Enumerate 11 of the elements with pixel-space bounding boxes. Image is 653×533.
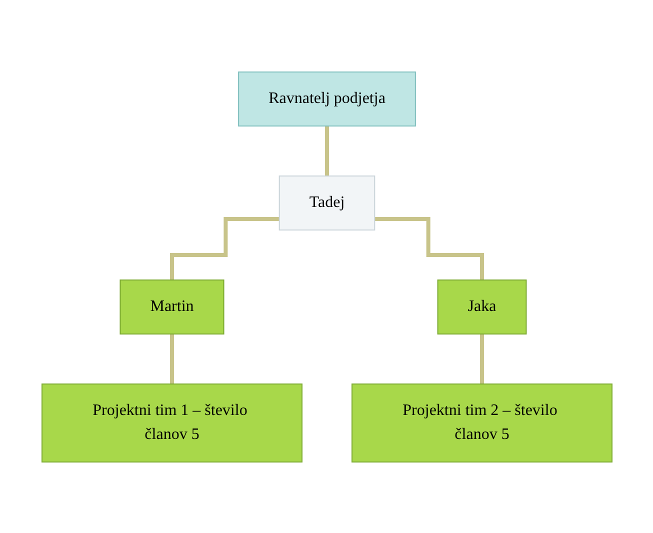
connector <box>480 332 484 386</box>
node-box: Projektni tim 1 – število članov 5 <box>41 383 302 462</box>
connector <box>374 216 484 282</box>
node-box: Tadej <box>278 175 375 230</box>
node-box: Projektni tim 2 – število članov 5 <box>351 383 612 462</box>
connector <box>170 332 174 386</box>
node-box: Jaka <box>436 279 526 334</box>
connector <box>324 124 328 178</box>
node-box: Ravnatelj podjetja <box>238 71 416 126</box>
connector <box>170 216 279 282</box>
node-box: Martin <box>119 279 224 334</box>
